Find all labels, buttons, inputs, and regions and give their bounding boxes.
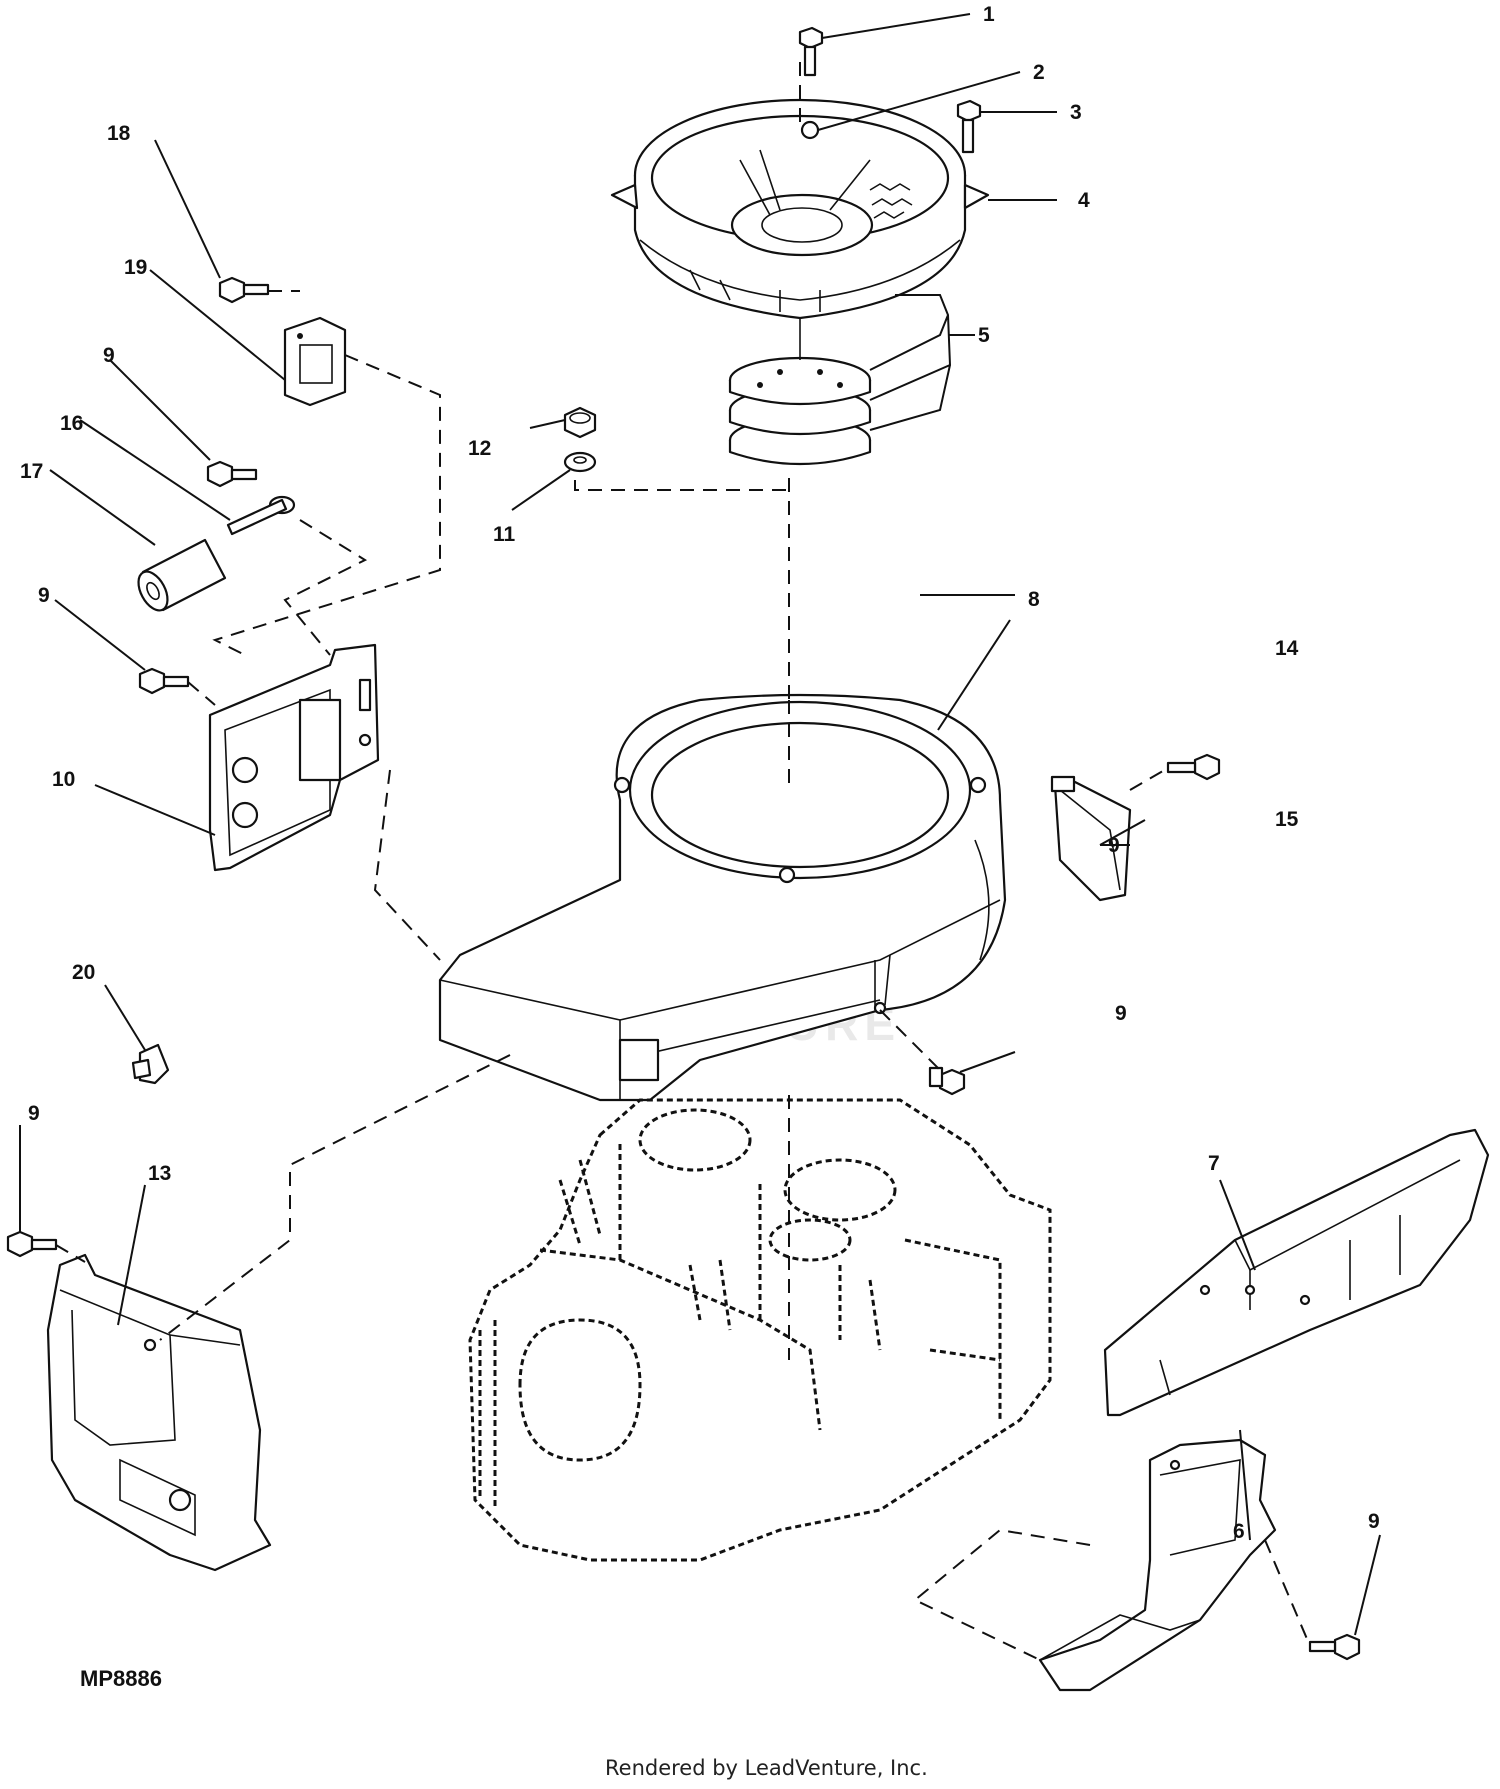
callout-5: 5	[978, 324, 990, 347]
callout-15: 15	[1275, 808, 1299, 831]
callout-13: 13	[148, 1162, 171, 1185]
flywheel-screen-part	[610, 98, 990, 320]
leader-lines	[19, 13, 1381, 1636]
callout-1: 1	[983, 3, 995, 26]
screw-part-18	[218, 276, 270, 304]
engine-block-phantom	[468, 1098, 1052, 1562]
rod-part-16	[226, 495, 296, 536]
lower-shield-part-6	[1038, 1438, 1277, 1692]
callout-18: 18	[107, 122, 131, 145]
callout-14: 14	[1275, 637, 1299, 660]
callout-19: 19	[124, 256, 147, 279]
screw-part-9-a	[206, 460, 258, 488]
bolt-part-3	[956, 99, 982, 154]
callout-9-a: 9	[103, 344, 115, 367]
screw-part-9-e	[1308, 1633, 1361, 1661]
callout-17: 17	[20, 460, 43, 483]
callout-2: 2	[1033, 61, 1045, 84]
screw-part-9-b	[138, 667, 190, 695]
baffle-part-15	[1050, 775, 1132, 902]
callout-9-b: 9	[38, 584, 50, 607]
callout-4: 4	[1078, 189, 1090, 212]
callout-7: 7	[1208, 1152, 1220, 1175]
callout-16: 16	[60, 412, 83, 435]
washer-part-11	[563, 451, 597, 473]
bracket-part-19	[283, 316, 347, 407]
side-shield-part-13	[46, 1253, 272, 1572]
callout-9-e: 9	[1368, 1510, 1380, 1533]
callout-9-f: 9	[1108, 834, 1120, 857]
clip-part-20	[131, 1043, 170, 1085]
callout-3: 3	[1070, 101, 1082, 124]
footer-credit: Rendered by LeadVenture, Inc.	[605, 1756, 928, 1780]
callout-6: 6	[1233, 1520, 1245, 1543]
callout-20: 20	[72, 961, 95, 984]
screw-part-14	[1166, 753, 1221, 781]
screw-part-1	[798, 26, 824, 77]
callout-11: 11	[493, 523, 516, 546]
callout-8: 8	[1028, 588, 1040, 611]
nut-part-12	[563, 406, 597, 439]
callout-12: 12	[468, 437, 491, 460]
callout-10: 10	[52, 768, 75, 791]
callout-labels: 1 2 3 4 5 6 7 8 9 9 9 9 9 9 10 11 12 13 …	[20, 3, 1380, 1543]
callout-9-c: 9	[1115, 1002, 1127, 1025]
spacer-stack-part	[728, 318, 872, 466]
deflector-part-7	[1103, 1128, 1490, 1417]
tube-part-17	[137, 538, 227, 612]
screw-part-9-d	[928, 1066, 966, 1096]
callout-9-d: 9	[28, 1102, 40, 1125]
drawing-code: MP8886	[80, 1666, 162, 1691]
screw-part-9-c	[6, 1230, 58, 1258]
bracket-plate-part-10	[208, 643, 380, 872]
blower-housing-part	[438, 693, 1007, 1102]
assembly-lines	[55, 62, 1311, 1661]
